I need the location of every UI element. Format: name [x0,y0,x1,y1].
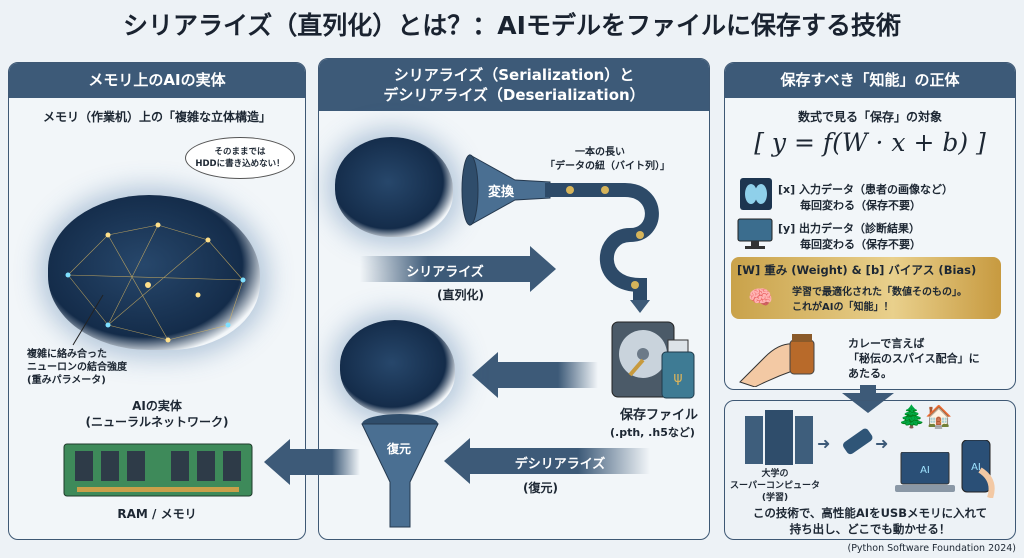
byte-string-ribbon [545,183,659,313]
ram-module-icon [63,443,253,497]
to-ram-arrow [264,439,360,485]
monitor-icon [737,218,773,249]
brain-image-restored [340,320,455,415]
x-row-sub: 毎回変わる（保存不要） [800,199,921,212]
ai-entity-label: AIの実体 [132,399,182,413]
server-label-1: 大学の [761,469,789,479]
arrow-right-icon-2: ➜ [875,434,889,453]
left-subtitle: メモリ（作業机）上の「複雑な立体構造」 [42,110,271,124]
y-row-title: [y] 出力データ（診断結果） [778,222,921,235]
annotation-line-3: (重みパラメータ) [27,375,106,386]
restore-funnel-icon [361,414,439,528]
string-label-2: 「データの紐（バイト列）」 [545,161,670,172]
conclusion-line-1: この技術で、高性能AIをUSBメモリに入れて [752,506,988,520]
phone-ai-label: AI [971,462,981,473]
right-panel-header: 保存すべき「知能」の正体 [725,63,1015,98]
restore-label: 復元 [387,442,412,456]
file-label: 保存ファイル [620,408,699,423]
storage-file-icon: ψ [611,321,695,399]
arrow-right-icon: ➜ [817,434,831,453]
brain-outline-icon: 🧠 [748,285,773,309]
right-subtitle: 数式で見る「保存」の対象 [797,110,942,124]
right-panel: 保存すべき「知能」の正体 [724,62,1016,390]
serialize-arrow: シリアライズ [360,246,556,292]
middle-header-line-2: デシリアライズ（Deserialization） [383,86,645,104]
load-arrow [472,352,598,398]
server-label-3: (学習) [761,493,789,503]
server-label-2: スーパーコンピュータ [730,481,820,491]
smartphone-icon: AI [961,440,995,498]
conclusion-line-2: 持ち出し、どこでも動かせる！ [789,522,951,536]
curry-line-1: カレーで言えば [848,337,925,350]
supercomputer-icon [745,410,813,465]
left-panel-header: メモリ上のAIの実体 [9,63,305,98]
page-title: シリアライズ（直列化）とは？：AIモデルをファイルに保存する技術 [123,11,901,40]
deserialize-label: デシリアライズ [514,457,606,472]
bubble-text-1: そのままでは [214,147,266,157]
wb-title: [W] 重み (Weight) & [b] バイアス (Bias) [737,263,977,277]
file-sub: (.pth, .h5など) [610,426,695,439]
convert-label: 変換 [488,185,515,200]
annotation-line-1: 複雑に絡み合った [27,349,107,360]
xray-icon [740,178,772,210]
convert-funnel-icon [461,154,551,226]
down-arrow-icon [842,385,894,413]
thought-bubble [185,137,295,179]
deserialize-sub: (復元) [523,481,558,495]
curry-line-2: 「秘伝のスパイス配合」に [848,352,980,365]
hand-spice-jar-icon [739,334,815,387]
string-label-1: 一本の長い [575,147,625,158]
annotation-line-2: ニューロンの結合強度 [27,362,127,373]
serialize-label: シリアライズ [406,265,484,280]
usage-panel [724,400,1016,540]
wb-text-1: 学習で最適化された「数値そのもの」。 [792,287,967,298]
y-row-sub: 毎回変わる（保存不要） [800,238,921,251]
formula: [ y = f(W · x + b) ] [754,128,986,157]
wb-text-2: これがAIの「知能」！ [792,302,894,313]
tree-house-icon: 🌲🏠 [898,405,953,430]
ram-label: RAM / メモリ [117,507,197,521]
brain-network-image [48,195,260,350]
svg-text:ψ: ψ [673,370,682,386]
usb-stick-icon [843,428,873,455]
middle-header-line-1: シリアライズ（Serialization）と [393,66,635,84]
weights-bias-box [731,257,1001,319]
credit: (Python Software Foundation 2024) [847,543,1017,554]
curry-line-3: あたる。 [848,367,892,380]
serialize-sub: (直列化) [437,288,484,302]
middle-panel-header: シリアライズ（Serialization）と デシリアライズ（Deseriali… [319,59,709,111]
ai-entity-sub: (ニューラルネットワーク) [85,415,229,429]
laptop-icon: AI [895,452,955,492]
laptop-ai-label: AI [920,465,930,476]
bubble-text-2: HDDに書き込めない！ [195,159,285,169]
x-row-title: [x] 入力データ（患者の画像など） [778,183,953,196]
deserialize-arrow: デシリアライズ [444,438,650,484]
neuron-dots [65,222,246,346]
brain-image-source [335,137,453,237]
